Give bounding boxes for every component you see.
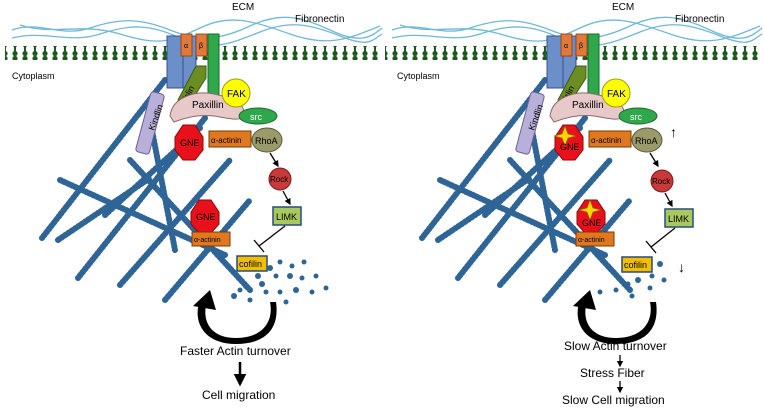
outcome-label: Cell migration bbox=[202, 388, 275, 402]
rhoa-to-rock-arrow bbox=[649, 152, 659, 168]
alpha-actinin-top-label: α-actinin bbox=[211, 136, 241, 145]
limk-label: LIMK bbox=[276, 212, 297, 222]
alpha-actinin-top bbox=[208, 130, 252, 148]
cofilin bbox=[236, 255, 268, 272]
gne-bottom-label: GNE bbox=[582, 218, 602, 228]
cofilin bbox=[621, 256, 653, 273]
alpha-actinin-bottom bbox=[575, 231, 615, 247]
fak bbox=[601, 78, 631, 108]
kindlin: Kindlin bbox=[515, 91, 545, 155]
ecm-label: ECM bbox=[612, 2, 634, 13]
rhoa-label: RhoA bbox=[255, 136, 278, 146]
actin-monomers bbox=[231, 259, 329, 305]
turnover-label: Slow Actin turnover bbox=[564, 339, 667, 353]
integrin-alpha-head bbox=[560, 33, 573, 57]
limk-label: LIMK bbox=[668, 214, 689, 224]
rhoa-up-arrow: ↑ bbox=[670, 124, 677, 140]
rhoa-label: RhoA bbox=[635, 136, 658, 146]
turnover-cycle-arrowhead bbox=[193, 290, 216, 310]
ecm-label: ECM bbox=[232, 2, 254, 13]
rhoa bbox=[251, 127, 283, 153]
integrin-beta bbox=[207, 33, 220, 97]
limk-inhibits-cofilin bbox=[645, 227, 676, 254]
gne-bottom-label: GNE bbox=[196, 212, 216, 222]
mutation-star-icon bbox=[578, 199, 602, 221]
cofilin-label: cofilin bbox=[239, 259, 262, 269]
alpha-actinin-bottom bbox=[191, 231, 231, 247]
gne-top-label: GNE bbox=[560, 142, 580, 152]
turnover-cycle-arrowhead bbox=[573, 290, 596, 310]
alpha-actinin-bottom-label: α-actinin bbox=[578, 237, 605, 244]
paxillin-label: Paxillin bbox=[572, 100, 604, 111]
limk bbox=[272, 206, 302, 226]
rock-label: Rock bbox=[652, 177, 671, 186]
limk-inhibits-cofilin bbox=[253, 225, 286, 253]
fak bbox=[221, 78, 251, 108]
cofilin-label: cofilin bbox=[624, 260, 647, 270]
rhoa bbox=[631, 127, 663, 153]
outcome-label: Slow Cell migration bbox=[562, 393, 665, 407]
src-label: src bbox=[630, 112, 642, 122]
actin-monomers bbox=[597, 261, 667, 299]
rock bbox=[650, 169, 674, 193]
cofilin-down-arrow: ↓ bbox=[678, 259, 685, 275]
integrin-beta-head bbox=[575, 33, 588, 57]
integrin-beta-label: β bbox=[579, 43, 583, 50]
rock bbox=[268, 167, 292, 191]
rhoa-to-rock-arrow bbox=[269, 152, 279, 168]
alpha-actinin-bottom-label: α-actinin bbox=[194, 237, 221, 244]
integrin-beta-label: β bbox=[199, 43, 203, 50]
integrin-beta-head bbox=[195, 33, 208, 57]
stress-fiber-label: Stress Fiber bbox=[580, 366, 645, 380]
gne-top-label: GNE bbox=[180, 138, 200, 148]
limk bbox=[664, 208, 694, 228]
integrin-beta bbox=[587, 33, 600, 97]
fak-label: FAK bbox=[607, 89, 626, 100]
integrin-alpha-left bbox=[546, 35, 564, 89]
turnover-label: Faster Actin turnover bbox=[180, 344, 291, 358]
panel-normal: ECM Fibronectin Cytoplasm α β Kindlin bbox=[5, 2, 383, 402]
integrin-alpha-label: α bbox=[184, 43, 188, 50]
cytoplasm-label: Cytoplasm bbox=[397, 71, 440, 81]
gne-top bbox=[174, 124, 204, 161]
src-label: src bbox=[250, 112, 262, 122]
rock-to-limk-arrow bbox=[282, 190, 291, 206]
cytoplasm-label: Cytoplasm bbox=[12, 71, 55, 81]
integrin-alpha-head bbox=[180, 33, 193, 57]
alpha-actinin-top bbox=[588, 130, 632, 148]
panel-gne-mutant: ECM Fibronectin Cytoplasm α β Kindlin bbox=[385, 2, 763, 407]
integrin-alpha-label: α bbox=[564, 43, 568, 50]
rock-label: Rock bbox=[270, 175, 289, 184]
src bbox=[238, 107, 278, 125]
kindlin: Kindlin bbox=[135, 91, 165, 155]
mutation-star-icon bbox=[553, 125, 577, 147]
src bbox=[618, 107, 658, 125]
fibronectin-label: Fibronectin bbox=[295, 14, 344, 25]
fibronectin-label: Fibronectin bbox=[675, 14, 724, 25]
fak-label: FAK bbox=[227, 89, 246, 100]
paxillin-label: Paxillin bbox=[192, 100, 224, 111]
rock-to-limk-arrow bbox=[664, 192, 673, 208]
alpha-actinin-top-label: α-actinin bbox=[591, 136, 621, 145]
